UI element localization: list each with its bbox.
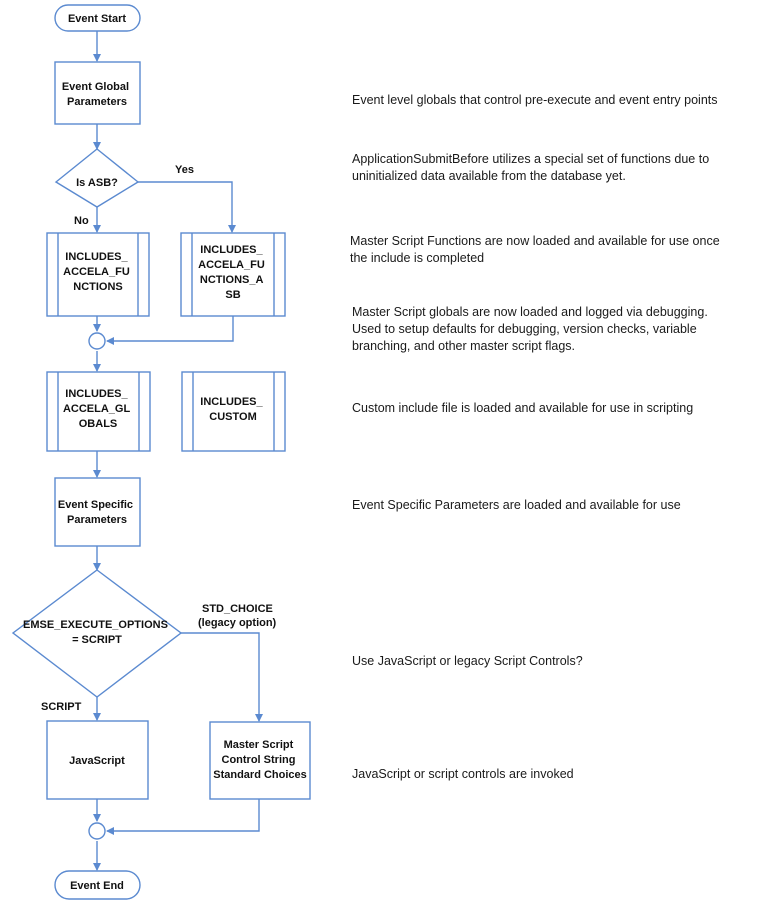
node-labels: Event Start Event Global Parameters Is A… [23, 13, 307, 892]
shapes [11, 4, 311, 900]
yes-label: Yes [175, 164, 194, 176]
note-invoked: JavaScript or script controls are invoke… [352, 767, 574, 781]
emse-execute-options-decision [11, 569, 183, 698]
includes-accela-functions-asb-subprocess [180, 232, 286, 317]
includes-custom-label: INCLUDES_ CUSTOM [200, 396, 265, 423]
note-global-params: Event level globals that control pre-exe… [352, 93, 718, 107]
arrow-options-std-choice [181, 632, 263, 722]
javascript-box [46, 720, 149, 800]
event-global-params-label: Event Global Parameters [62, 81, 132, 108]
event-global-params-box [54, 61, 141, 125]
merge-connector-2 [88, 822, 106, 840]
includes-accela-functions-label: INCLUDES_ ACCELA_FU NCTIONS [63, 251, 133, 293]
event-start-terminator [54, 4, 141, 32]
is-asb-decision [54, 148, 140, 208]
event-start-label: Event Start [68, 13, 126, 25]
includes-custom-subprocess [181, 371, 286, 452]
event-end-terminator [54, 870, 141, 900]
connectors [93, 31, 263, 871]
arrow-functions-asb-to-merge [106, 316, 234, 345]
includes-accela-functions-asb-label: INCLUDES_ ACCELA_FU NCTIONS_A SB [198, 244, 268, 301]
note-execute-options: Use JavaScript or legacy Script Controls… [352, 654, 583, 668]
event-specific-params-label: Event Specific Parameters [58, 499, 136, 526]
script-label: SCRIPT [41, 701, 82, 713]
note-specific-params: Event Specific Parameters are loaded and… [352, 498, 681, 512]
arrow-asb-yes [138, 181, 236, 233]
includes-accela-globals-label: INCLUDES_ ACCELA_GL OBALS [63, 388, 133, 430]
emse-execute-options-label: EMSE_EXECUTE_OPTIONS = SCRIPT [23, 619, 171, 646]
note-custom: Custom include file is loaded and availa… [352, 401, 694, 415]
includes-accela-functions-subprocess [46, 232, 150, 317]
master-script-control-label: Master Script Control String Standard Ch… [213, 739, 307, 781]
edge-labels: Yes No STD_CHOICE (legacy option) SCRIPT [41, 164, 277, 713]
std-choice-label: STD_CHOICE (legacy option) [198, 603, 277, 629]
includes-accela-globals-subprocess [46, 371, 151, 452]
merge-connector-1 [88, 332, 106, 350]
master-script-control-box [209, 721, 311, 800]
no-label: No [74, 215, 89, 227]
arrow-master-control-to-merge [106, 799, 260, 835]
note-asb: ApplicationSubmitBefore utilizes a speci… [352, 152, 710, 183]
note-globals: Master Script globals are now loaded and… [352, 305, 708, 353]
event-specific-params-box [54, 477, 141, 547]
javascript-label: JavaScript [69, 755, 125, 767]
event-end-label: Event End [70, 880, 124, 892]
is-asb-label: Is ASB? [76, 177, 118, 189]
note-functions: Master Script Functions are now loaded a… [350, 234, 720, 265]
